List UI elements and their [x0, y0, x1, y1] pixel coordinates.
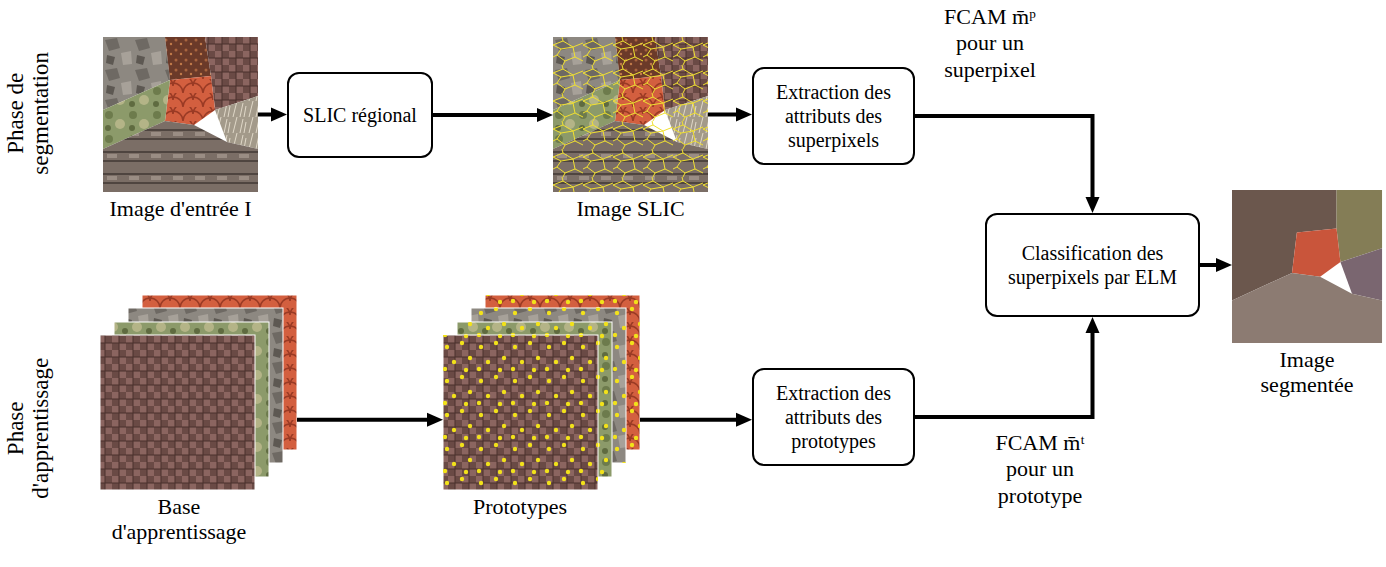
box-label: Classification des superpixels par ELM [987, 235, 1198, 295]
connector-line [708, 113, 738, 117]
phase-label: Phase de segmentation [3, 33, 54, 193]
image-caption: Image segmentée [1247, 347, 1367, 398]
flow-arrow [1200, 258, 1232, 272]
connector-line [297, 418, 429, 422]
segmented-image [1232, 190, 1382, 343]
training-stack [100, 295, 297, 490]
connector-line [640, 418, 738, 422]
arrow-head [1216, 258, 1232, 272]
arrow-head [427, 413, 443, 427]
flow-arrow [258, 108, 287, 122]
process-box: SLIC régional [287, 72, 433, 158]
connector-line [433, 113, 539, 117]
flow-arrow [297, 413, 443, 427]
flow-arrow [915, 317, 1100, 417]
box-text-line: SLIC régional [297, 103, 423, 127]
process-box: Extraction des attributs des prototypes [752, 368, 915, 466]
arrow-head [736, 413, 752, 427]
edge-label: FCAM m̄ᵗ pour un prototype [984, 430, 1096, 509]
image-caption: Prototypes [435, 494, 605, 519]
box-text-line: Extraction des attributs des prototypes [762, 381, 905, 453]
flow-arrow [640, 413, 752, 427]
process-box: Classification des superpixels par ELM [985, 213, 1200, 317]
arrow-head [736, 108, 752, 122]
arrow-head [1086, 317, 1100, 333]
image-caption: Image d'entrée I [56, 196, 306, 221]
image-node: Base d'apprentissage [100, 295, 297, 490]
arrow-head [537, 108, 553, 122]
connector-line [258, 113, 273, 117]
image-node: Image segmentée [1232, 190, 1382, 343]
flow-arrow [433, 108, 553, 122]
slic-image [553, 37, 708, 192]
prototypes-stack [443, 295, 640, 490]
connector-line [915, 116, 1093, 199]
edge-label: FCAM m̄ᵖ pour un superpixel [938, 4, 1042, 83]
arrow-head [271, 108, 287, 122]
connector-line [915, 331, 1093, 417]
flow-arrow [708, 108, 752, 122]
phase-label: Phase d'apprentissage [3, 333, 54, 523]
box-text-line: Extraction des attributs des superpixels [762, 80, 905, 152]
image-node: Image d'entrée I [103, 37, 258, 192]
input-image [103, 37, 258, 192]
arrow-head [1086, 197, 1100, 213]
flow-arrow [915, 116, 1100, 213]
image-node: Image SLIC [553, 37, 708, 192]
image-caption: Base d'apprentissage [94, 494, 264, 545]
image-caption: Image SLIC [521, 196, 741, 221]
process-box: Extraction des attributs des superpixels [752, 67, 915, 165]
box-label: Extraction des attributs des prototypes [754, 375, 913, 459]
box-label: Extraction des attributs des superpixels [754, 74, 913, 158]
box-label: SLIC régional [289, 97, 431, 133]
box-text-line: Classification des superpixels par ELM [995, 241, 1190, 289]
connector-line [1200, 263, 1218, 267]
image-node: Prototypes [443, 295, 640, 490]
